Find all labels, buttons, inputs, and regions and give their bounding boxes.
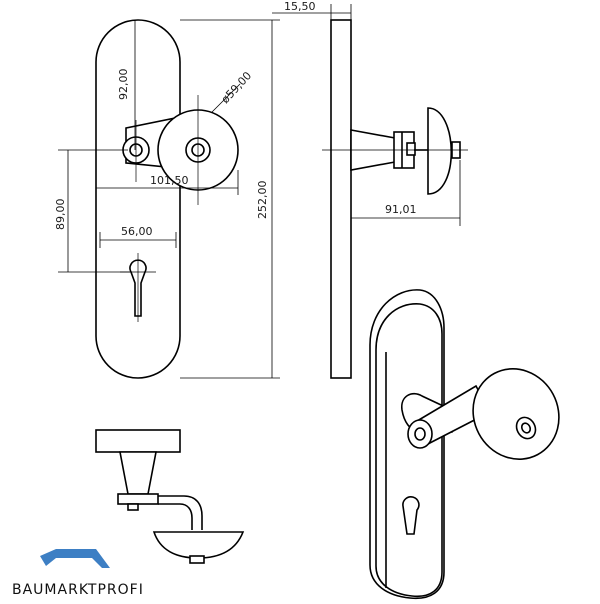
top-view [95, 429, 245, 564]
lever-pivot-hole-iso [414, 427, 426, 441]
dim-91-label: 91,01 [385, 203, 417, 216]
lever-hub-top [117, 493, 159, 505]
dim-56-label: 56,00 [121, 225, 153, 238]
dim-59-label: ø59,00 [219, 69, 255, 106]
rosette-top [152, 531, 245, 559]
brand-logo-roof-icon [40, 549, 110, 568]
dim-252: 252,00 [180, 19, 280, 379]
dim-101-label: 101,50 [150, 174, 189, 187]
rosette-side [427, 107, 452, 195]
release-knob-inner-iso [520, 422, 532, 434]
backplate-side [330, 19, 352, 379]
lever-arm-top-outer [158, 495, 203, 530]
dim-91: 91,01 [351, 160, 461, 226]
brand-name: BAUMARKTPROFI [12, 582, 144, 598]
dim-15: 15,50 [272, 0, 352, 20]
hub-pin-side [406, 142, 416, 156]
hub-pin-top [127, 503, 139, 511]
backplate-front [95, 19, 181, 379]
lever-arm-top-inner [158, 503, 193, 530]
dim-252-label: 252,00 [256, 181, 269, 220]
front-view [95, 19, 239, 379]
dim-89: 89,00 [54, 149, 130, 273]
brand-logo: BAUMARKTPROFI [12, 549, 144, 598]
dim-89-label: 89,00 [54, 199, 67, 231]
dim-92: 92,00 [117, 20, 136, 150]
keyhole-iso [402, 496, 420, 535]
backplate-iso-front [375, 303, 443, 598]
isometric-view [369, 289, 560, 600]
lever-neck-top [119, 451, 157, 495]
dim-101: 101,50 [96, 170, 239, 195]
dim-56: 56,00 [99, 225, 177, 248]
backplate-top [95, 429, 181, 453]
dim-59: ø59,00 [211, 69, 255, 113]
dim-92-label: 92,00 [117, 69, 130, 101]
side-view [322, 19, 468, 379]
dim-15-label: 15,50 [284, 0, 316, 13]
rosette-iso [472, 368, 560, 460]
release-knob-top [189, 555, 205, 564]
